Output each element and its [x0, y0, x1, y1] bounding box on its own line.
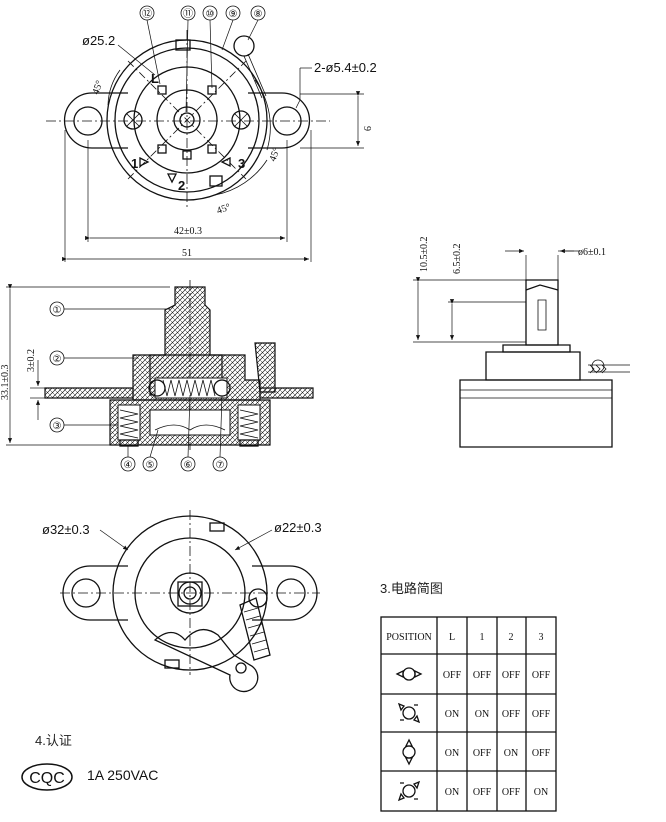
svg-text:⑧: ⑧	[254, 9, 263, 20]
table-cell: OFF	[532, 748, 551, 759]
callout-8: ⑧	[250, 5, 266, 21]
circuit-section-title: 3.电路简图	[380, 581, 443, 596]
table-cell: OFF	[473, 670, 492, 681]
svg-text:⑨: ⑨	[229, 9, 238, 20]
angle-label-right: 45°	[267, 146, 282, 163]
switch-position-icon-3	[397, 780, 421, 802]
switch-position-icon-1	[397, 702, 421, 724]
dim-inner-diameter: ø22±0.3	[274, 520, 322, 535]
side-view: 10.5±0.2 6.5±0.2 ø6±0.1	[413, 237, 630, 448]
position-label-3: 3	[238, 156, 245, 171]
rating-label: 1A 250VAC	[87, 767, 159, 783]
svg-text:④: ④	[124, 460, 133, 471]
callout-3: ③	[49, 417, 65, 433]
switch-position-icon-L	[395, 667, 423, 681]
section-view: ① ② ③ ④ ⑤ ⑥ ⑦ 33.1±0.3 3±0.2	[0, 280, 314, 472]
table-cell: OFF	[532, 670, 551, 681]
svg-text:⑩: ⑩	[206, 9, 215, 20]
dim-body-diameter: ø32±0.3	[42, 522, 90, 537]
table-header-L: L	[449, 632, 455, 643]
bottom-view: ø32±0.3 ø22±0.3	[42, 510, 322, 693]
callout-12: ⑫	[139, 5, 155, 21]
dim-width-42: 42±0.3	[174, 226, 202, 237]
dim-height-9: 9	[361, 126, 372, 131]
svg-text:⑦: ⑦	[216, 460, 225, 471]
table-cell: ON	[445, 748, 459, 759]
table-header-position: POSITION	[386, 632, 432, 643]
dim-hole-diameter: 2-ø5.4±0.2	[314, 60, 377, 75]
svg-text:①: ①	[53, 305, 62, 316]
dim-width-51: 51	[182, 248, 192, 259]
table-cell: OFF	[502, 709, 521, 720]
table-cell: OFF	[473, 787, 492, 798]
table-cell: OFF	[532, 709, 551, 720]
callout-2: ②	[49, 350, 65, 366]
table-cell: ON	[475, 709, 489, 720]
callout-11: ⑪	[180, 5, 196, 21]
callout-10: ⑩	[202, 5, 218, 21]
svg-text:⑤: ⑤	[146, 460, 155, 471]
table-cell: OFF	[443, 670, 462, 681]
callout-7: ⑦	[212, 456, 228, 472]
callout-4: ④	[120, 456, 136, 472]
position-label-1: 1	[131, 156, 138, 171]
table-cell: ON	[534, 787, 548, 798]
top-view: ⑫ ⑪ ⑩ ⑨ ⑧ ø25.2 2-ø5.4±0.2 45° 45° 45° 9…	[46, 5, 377, 262]
dim-flange-thickness: 3±0.2	[26, 349, 37, 372]
dim-outer-diameter: ø25.2	[82, 33, 115, 48]
svg-text:③: ③	[53, 421, 62, 432]
angle-label-bottom: 45°	[215, 202, 232, 217]
angle-label-left: 45°	[90, 79, 105, 96]
table-header-3: 3	[539, 632, 544, 643]
table-cell: ON	[445, 709, 459, 720]
switch-position-icon-2	[402, 738, 416, 766]
table-cell: OFF	[502, 787, 521, 798]
table-header-2: 2	[509, 632, 514, 643]
svg-text:⑥: ⑥	[184, 460, 193, 471]
dim-flat-height: 6.5±0.2	[452, 244, 463, 275]
table-header-1: 1	[480, 632, 485, 643]
svg-text:⑫: ⑫	[142, 8, 152, 20]
callout-1: ①	[49, 301, 65, 317]
dim-shaft-height: 10.5±0.2	[419, 237, 430, 273]
svg-text:CQC: CQC	[29, 770, 65, 787]
table-cell: OFF	[502, 670, 521, 681]
callout-6: ⑥	[180, 456, 196, 472]
certification-section-title: 4.认证	[35, 733, 72, 748]
table-cell: ON	[504, 748, 518, 759]
cqc-logo: CQC	[21, 763, 73, 791]
circuit-table: POSITION L 1 2 3 OFF OFF OFF OFF ON ON OFF OFF O…	[380, 616, 557, 812]
dim-total-height: 33.1±0.3	[0, 365, 11, 401]
dim-shaft-diameter: ø6±0.1	[578, 247, 606, 258]
svg-text:②: ②	[53, 354, 62, 365]
svg-text:⑪: ⑪	[183, 8, 193, 20]
table-cell: ON	[445, 787, 459, 798]
position-label-2: 2	[178, 178, 185, 193]
callout-5: ⑤	[142, 456, 158, 472]
table-cell: OFF	[473, 748, 492, 759]
position-label-L: L	[151, 71, 159, 86]
callout-9: ⑨	[225, 5, 241, 21]
